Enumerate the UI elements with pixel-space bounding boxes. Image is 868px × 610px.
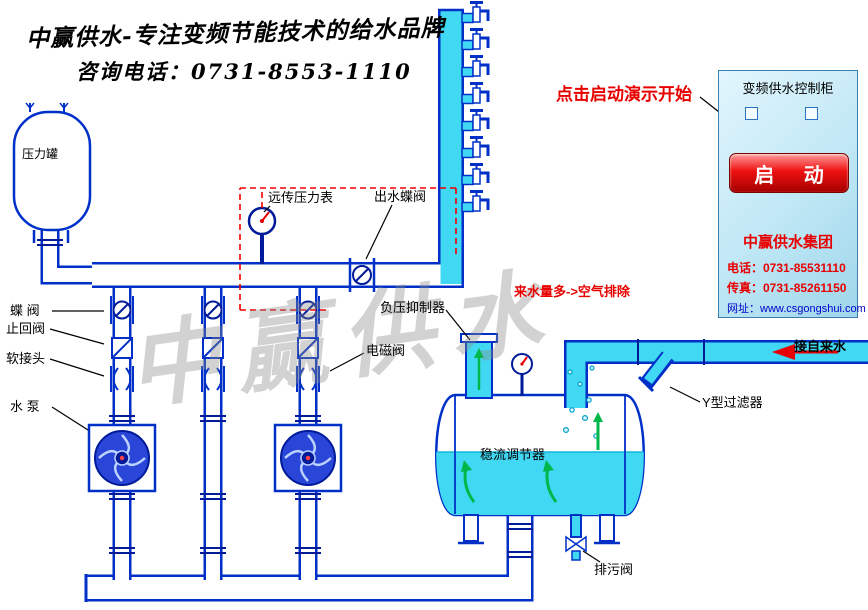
label-flow-regulator: 稳流调节器 [480,447,546,462]
suction-pipe [84,508,534,602]
click-start-hint: 点击启动演示开始 [556,85,692,104]
start-button[interactable]: 启 动 [729,153,849,193]
indicator-light-1 [745,107,758,120]
control-signal-lines [239,187,457,311]
cabinet-title: 变频供水控制柜 [742,81,834,96]
pressure-tank [12,102,92,243]
faucet-icon [460,109,490,132]
indicator-light-2 [805,107,818,120]
label-negative-pressure-suppressor: 负压抑制器 [380,300,446,315]
label-air-discharge-note: 来水量多->空气排除 [514,284,630,299]
label-check-valve: 止回阀 [6,321,46,336]
label-remote-pressure-gauge: 远传压力表 [268,190,334,205]
negative-pressure-suppressor [460,333,498,399]
faucet-icon [460,55,490,78]
pump-2 [273,423,343,493]
remote-pressure-gauge [247,206,277,264]
faucet-icon [460,163,490,186]
label-drain-valve: 排污阀 [594,562,634,577]
pump-1 [87,423,157,493]
y-filter [637,339,705,393]
label-butterfly-valve: 蝶 阀 [10,303,40,318]
inlet-pipe [564,339,868,408]
label-pressure-tank: 压力罐 [22,147,59,161]
outlet-butterfly-valve [348,258,376,292]
faucet-icon [460,190,490,213]
control-cabinet: 变频供水控制柜 启 动 中赢供水集团 电话：0731-85531110 传真：0… [718,70,866,318]
flow-arrows [461,365,603,503]
cabinet-fax: 传真：0731-85261150 [727,281,847,295]
inlet-flow-arrow [772,344,838,360]
brand-phone: 咨询电话：0731-8553-1110 [76,59,412,84]
flow-regulator-tank [435,393,645,545]
faucet-icon [460,136,490,159]
drain-valve [565,514,587,561]
faucet-row [460,1,490,213]
label-water-pump: 水 泵 [10,399,40,414]
cabinet-company: 中赢供水集团 [742,234,833,251]
faucet-icon [460,28,490,51]
pressure-tank-pipe [40,224,98,285]
label-solenoid-valve: 电磁阀 [366,343,406,358]
main-pipe-and-riser [92,8,464,288]
label-tap-water-inlet: 接自来水 [794,339,847,354]
cabinet-phone: 电话：0731-85531110 [727,261,846,275]
faucet-icon [460,1,490,24]
leader-lines [49,96,720,563]
label-soft-joint: 软接头 [6,351,46,366]
tank-pressure-gauge [511,353,533,396]
cabinet-website: 网址：www.csgongshui.com [727,303,866,315]
label-outlet-butterfly-valve: 出水蝶阀 [374,189,427,204]
label-y-filter: Y型过滤器 [702,395,763,410]
faucet-icon [460,82,490,105]
